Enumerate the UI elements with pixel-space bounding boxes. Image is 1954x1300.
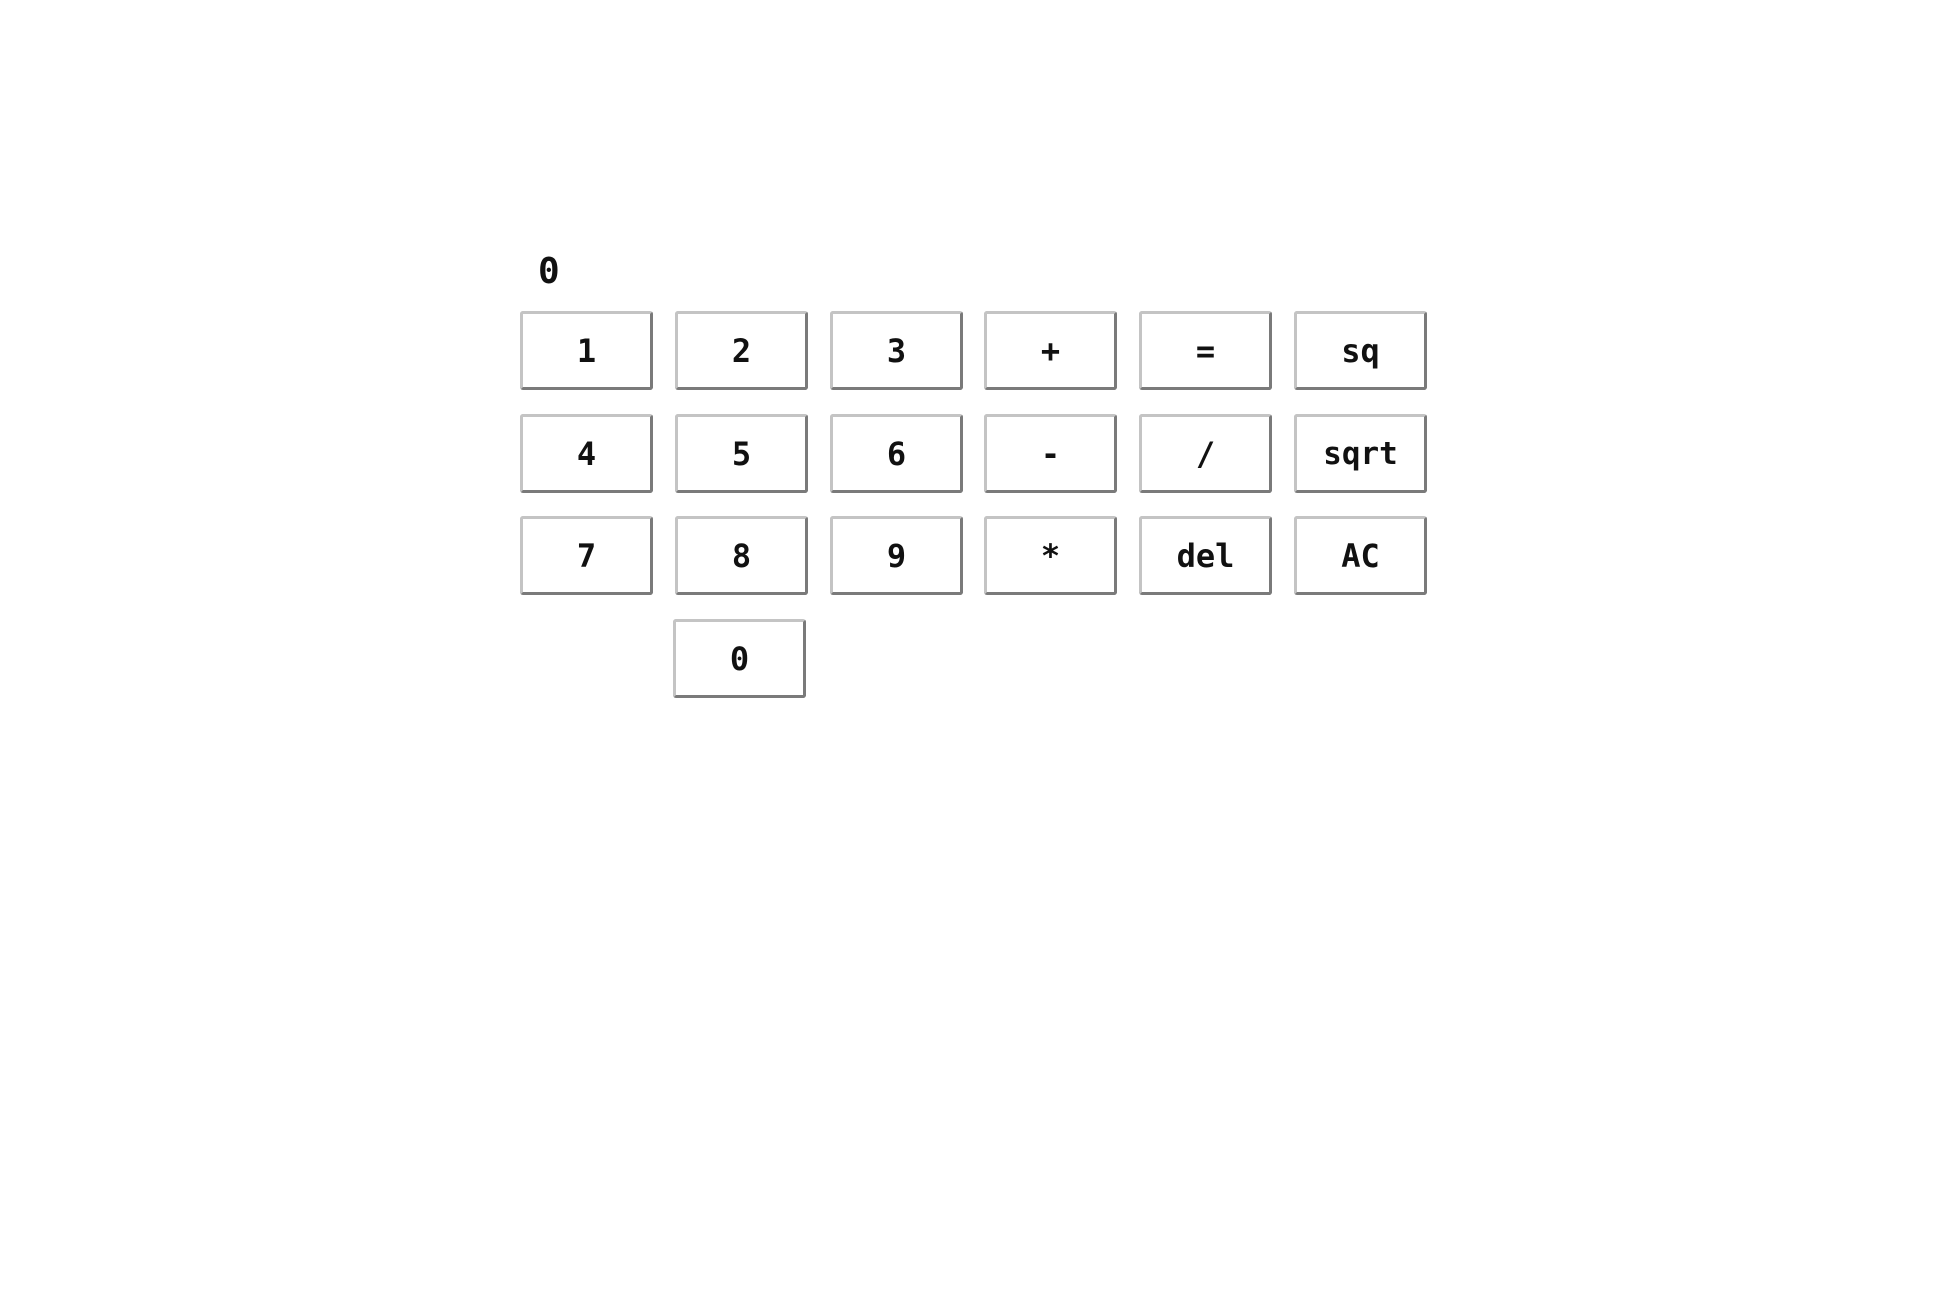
- square-root-button[interactable]: sqrt: [1294, 414, 1427, 493]
- key-0-button[interactable]: 0: [673, 619, 806, 698]
- multiply-button[interactable]: *: [984, 516, 1117, 595]
- key-5-button[interactable]: 5: [675, 414, 808, 493]
- key-6-button[interactable]: 6: [830, 414, 963, 493]
- key-9-button[interactable]: 9: [830, 516, 963, 595]
- key-1-button[interactable]: 1: [520, 311, 653, 390]
- key-2-button[interactable]: 2: [675, 311, 808, 390]
- minus-button[interactable]: -: [984, 414, 1117, 493]
- key-4-button[interactable]: 4: [520, 414, 653, 493]
- square-button[interactable]: sq: [1294, 311, 1427, 390]
- equals-button[interactable]: =: [1139, 311, 1272, 390]
- plus-button[interactable]: +: [984, 311, 1117, 390]
- calculator-display: 0: [538, 251, 561, 292]
- key-3-button[interactable]: 3: [830, 311, 963, 390]
- key-7-button[interactable]: 7: [520, 516, 653, 595]
- divide-button[interactable]: /: [1139, 414, 1272, 493]
- key-8-button[interactable]: 8: [675, 516, 808, 595]
- all-clear-button[interactable]: AC: [1294, 516, 1427, 595]
- delete-button[interactable]: del: [1139, 516, 1272, 595]
